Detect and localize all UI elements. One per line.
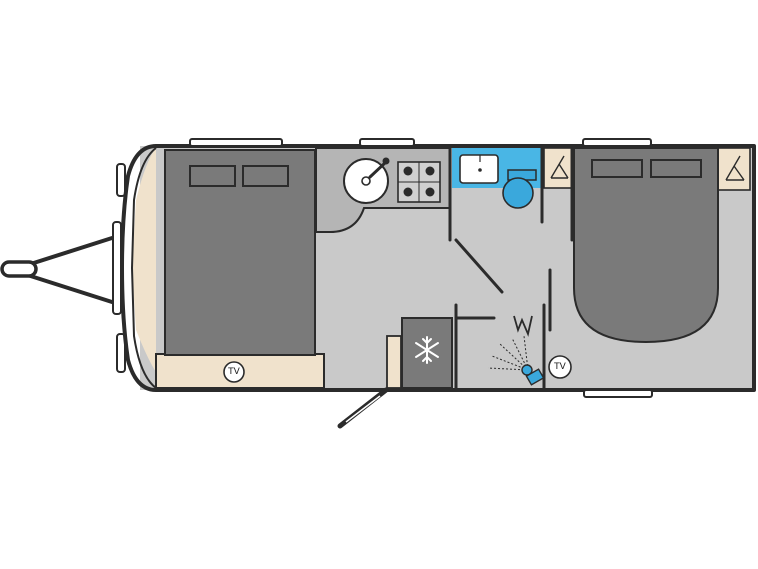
tv-icon xyxy=(548,355,572,379)
tv-icon xyxy=(223,361,245,383)
tv-bedroom: TV xyxy=(548,355,572,379)
front-seat-cushion xyxy=(132,148,156,372)
sink-icon xyxy=(343,157,390,204)
tow-hitch xyxy=(0,236,114,304)
wardrobe-hanger-icon xyxy=(725,155,745,181)
toilet-icon xyxy=(502,169,537,209)
washroom-wardrobe xyxy=(543,147,575,189)
entrance-door xyxy=(337,387,389,429)
wardrobe-hanger-icon xyxy=(550,155,569,179)
rear-wardrobe xyxy=(717,147,751,191)
snowflake-icon xyxy=(415,336,439,364)
rear-island-bed xyxy=(573,147,719,344)
tv-lounge-label: TV xyxy=(227,367,240,377)
tv-lounge: TV xyxy=(223,361,245,383)
entrance-unit xyxy=(386,335,402,389)
interior-walls xyxy=(448,146,574,390)
outer-wall-inner xyxy=(130,147,157,389)
fridge xyxy=(401,317,453,389)
hob-icon xyxy=(397,161,441,203)
front-double-bed xyxy=(164,149,316,356)
side-windows xyxy=(189,138,653,398)
shower-icon xyxy=(487,315,545,386)
tv-bedroom-label: TV xyxy=(553,362,566,372)
